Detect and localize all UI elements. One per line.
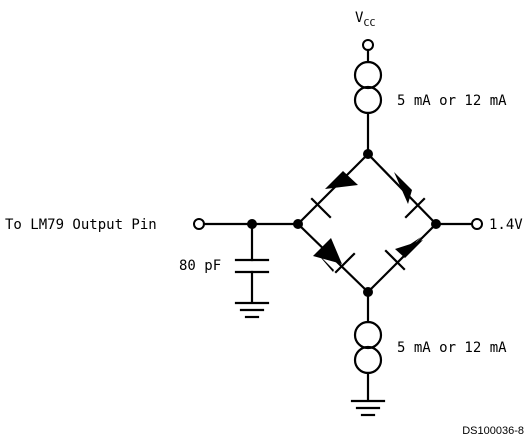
- output-label: 1.4V: [489, 217, 523, 233]
- capacitor-label: 80 pF: [179, 258, 221, 274]
- top-current-source: [353, 60, 383, 115]
- ground-bottom-icon: [350, 399, 386, 417]
- input-terminal: [193, 218, 205, 230]
- wire-top-left: [296, 152, 370, 226]
- ground-capacitor-icon: [234, 301, 270, 319]
- vcc-label: VCC: [355, 10, 375, 29]
- diode-upper-left: [310, 171, 358, 219]
- vcc-terminal: [362, 39, 374, 51]
- diode-lower-left: [313, 238, 356, 274]
- output-terminal: [471, 218, 483, 230]
- diode-lower-right: [384, 237, 423, 271]
- diode-upper-right: [394, 172, 426, 219]
- bottom-current-source: [353, 320, 383, 375]
- input-label: To LM79 Output Pin: [5, 217, 157, 233]
- bottom-source-label: 5 mA or 12 mA: [397, 340, 507, 356]
- wire-bottom-right: [366, 222, 438, 294]
- node-top: [363, 149, 373, 159]
- document-id: DS100036-8: [462, 425, 524, 437]
- vcc-main: V: [355, 10, 364, 26]
- capacitor: [234, 258, 270, 274]
- vcc-subscript: CC: [363, 18, 375, 29]
- top-source-label: 5 mA or 12 mA: [397, 93, 507, 109]
